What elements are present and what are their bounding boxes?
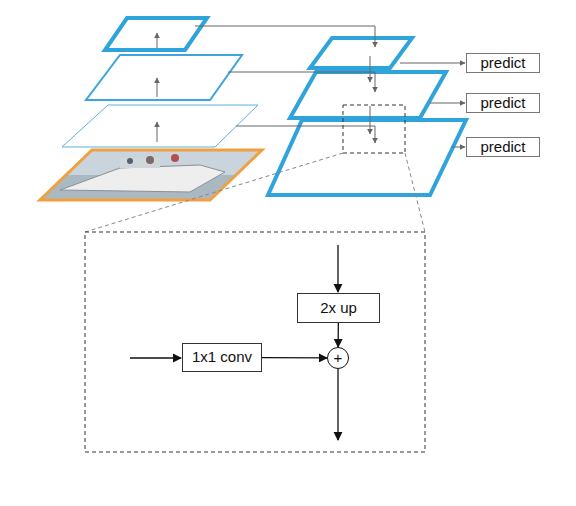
photo-person [127,158,133,164]
top-down-arrow [370,56,371,82]
add-circle: + [327,347,349,369]
photo-plane [30,140,270,210]
merged-plane [290,72,446,118]
photo-cabin [120,158,160,168]
input-arrow [130,357,181,358]
predict-box: predict [466,93,540,113]
zoom-leader [405,153,425,232]
bottom-up-arrow [157,78,158,97]
lateral-arrow [228,72,375,92]
feature-plane [62,105,258,147]
lateral-arrow [195,26,375,47]
predict-box: predict [466,53,540,73]
zoom-region [343,105,405,153]
predict-arrow [430,103,465,104]
conv-box: 1x1 conv [182,343,262,372]
photo-person [146,156,154,164]
input-arrow [337,245,338,292]
node-label: predict [480,55,525,72]
flow-arrow [262,357,327,359]
photo-sky [30,140,270,210]
bottom-up-arrow [157,33,158,48]
zoom-leader [85,153,343,232]
top-down-arrow [370,106,371,134]
photo-boat [60,165,225,192]
photo-person [171,154,179,162]
predict-arrow [400,63,465,64]
output-arrow [337,369,338,440]
merged-plane [310,38,412,68]
flow-arrow [337,323,339,347]
node-label: 1x1 conv [192,349,252,366]
bottom-up-arrow [157,122,158,142]
feature-plane [105,18,207,50]
node-label: predict [480,139,525,156]
predict-arrow [452,147,465,148]
detail-frame [85,232,425,452]
feature-plane [86,55,242,100]
node-label: 2x up [320,300,357,317]
image-plane [40,150,262,200]
predict-box: predict [466,137,540,157]
node-label: predict [480,95,525,112]
upsample-box: 2x up [297,293,380,323]
lateral-arrow [236,126,375,143]
node-label: + [334,350,343,367]
merged-plane [268,120,466,195]
